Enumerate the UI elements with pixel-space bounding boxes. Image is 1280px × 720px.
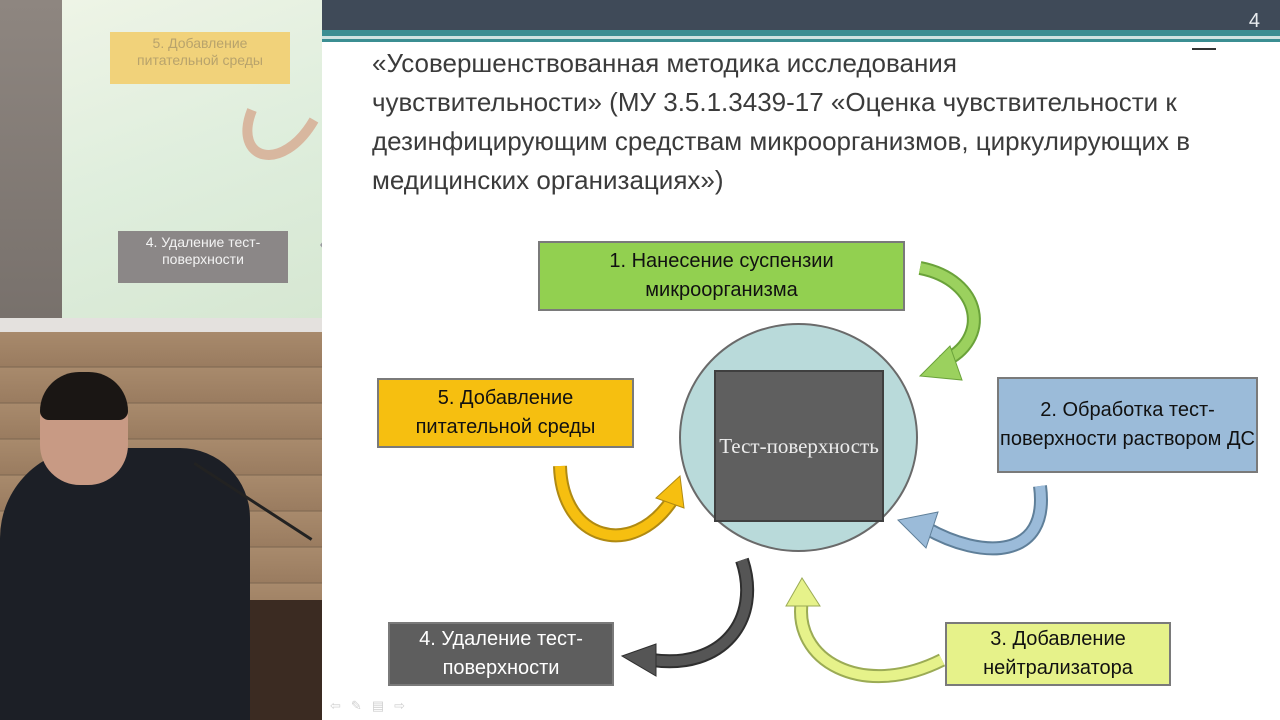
menu-icon[interactable]: ▤ [371, 698, 395, 713]
step-3-box: 3. Добавление нейтрализатора [945, 622, 1171, 686]
slide-number: 4 [1248, 10, 1260, 32]
camera-view: 5. Добавление питательной среды 4. Удале… [0, 0, 322, 720]
arrow-step1-to-center [918, 261, 981, 381]
arrow-step2-to-center [896, 485, 1048, 556]
test-surface-box: Тест-поверхность [714, 370, 884, 522]
arrow-step5-to-center [553, 465, 685, 543]
speaker-body [0, 448, 250, 720]
slide-title: «Усовершенствованная методика исследован… [372, 48, 1191, 195]
arrow-step3-to-center [785, 577, 946, 683]
presentation-slide: 4 «Усовершенствованная методика исследов… [322, 0, 1280, 720]
forward-arrow-icon[interactable]: ⇨ [394, 698, 416, 713]
screen-frame [0, 318, 322, 332]
projected-step-5: 5. Добавление питательной среды [110, 32, 290, 84]
projected-step-4: 4. Удаление тест-поверхности [118, 231, 288, 283]
projected-arrows [242, 108, 322, 248]
wall [0, 0, 62, 330]
cycle-arrows [553, 261, 1048, 683]
header-rule [1192, 48, 1216, 50]
back-arrow-icon[interactable]: ⇦ [330, 698, 351, 713]
step-1-box: 1. Нанесение суспензии микроорганизма [538, 241, 905, 311]
step-2-box: 2. Обработка тест-поверхности раствором … [997, 377, 1258, 473]
slide-header-stripe [322, 36, 1280, 39]
step-4-box: 4. Удаление тест-поверхности [388, 622, 614, 686]
pen-icon[interactable]: ✎ [350, 698, 372, 713]
step-5-box: 5. Добавление питательной среды [377, 378, 634, 448]
slide-nav-controls: ⇦✎▤⇨ [330, 698, 415, 714]
slide-header-bar [322, 0, 1280, 30]
speaker-hair [40, 372, 128, 420]
arrow-center-to-step4 [620, 557, 755, 677]
